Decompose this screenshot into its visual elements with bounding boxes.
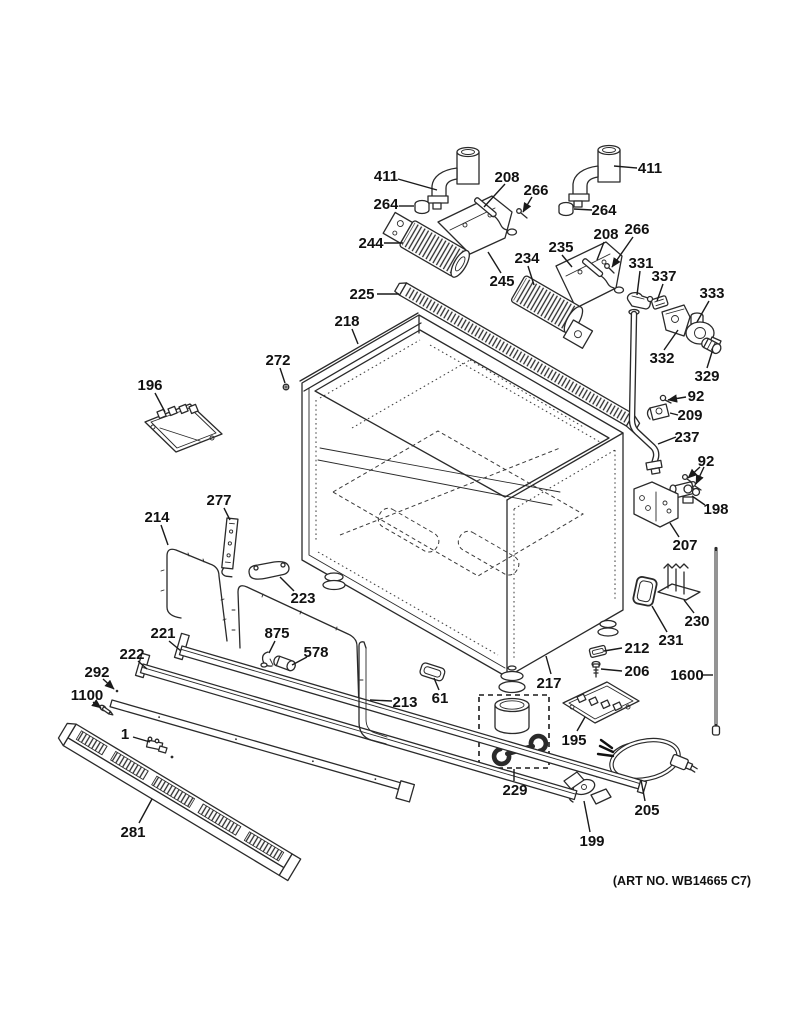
part-label-214: 214 <box>144 509 170 526</box>
gasket-231 <box>632 576 658 607</box>
part-label-209: 209 <box>677 407 702 424</box>
bracket-332 <box>661 304 691 337</box>
leveling-foot <box>498 665 526 694</box>
trim-213 <box>358 641 388 745</box>
bracket-277 <box>221 517 239 578</box>
part-label-875: 875 <box>264 625 289 642</box>
part-label-218: 218 <box>334 313 359 330</box>
blower-assembly-right <box>510 275 594 349</box>
part-label-206: 206 <box>624 663 649 680</box>
part-label-231: 231 <box>658 632 683 649</box>
part-label-207: 207 <box>672 537 697 554</box>
part-label-195: 195 <box>561 732 586 749</box>
plate-61 <box>419 662 446 682</box>
vent-ring-right <box>558 201 574 217</box>
roller-578 <box>273 655 296 672</box>
part-label-281: 281 <box>120 824 145 841</box>
part-label-225: 225 <box>349 286 374 303</box>
part-label-337: 337 <box>651 268 676 285</box>
control-board-195 <box>562 681 640 724</box>
screw-266-left <box>516 208 528 219</box>
part-label-230: 230 <box>684 613 709 630</box>
vent-ring-left <box>414 199 430 215</box>
part-label-221: 221 <box>150 625 175 642</box>
clamp-209 <box>646 403 670 421</box>
leader-lines <box>91 165 713 833</box>
part-label-411-right: 411 <box>638 160 662 177</box>
part-label-264-right: 264 <box>591 202 617 219</box>
art-number: (ART NO. WB14665 C7) <box>613 874 751 888</box>
vent-elbow-right <box>568 144 621 208</box>
part-label-234: 234 <box>514 250 540 267</box>
leveling-foot <box>597 619 619 637</box>
part-label-329: 329 <box>694 368 719 385</box>
part-label-223: 223 <box>290 590 315 607</box>
part-label-196: 196 <box>137 377 162 394</box>
vent-bar-281 <box>57 722 302 882</box>
blower-assembly-left <box>382 211 470 278</box>
rivet-292 <box>115 689 119 693</box>
part-label-237: 237 <box>674 429 699 446</box>
gas-valve-198 <box>669 481 701 504</box>
part-label-264-left: 264 <box>373 196 399 213</box>
part-label-235: 235 <box>548 239 573 256</box>
part-label-199: 199 <box>579 833 604 850</box>
part-labels: 411 208 266 264 411 264 244 245 234 235 … <box>71 160 729 850</box>
screw-266-right <box>604 263 615 274</box>
part-label-212: 212 <box>624 640 649 657</box>
vent-elbow-left <box>427 146 480 210</box>
part-label-208-right: 208 <box>593 226 618 243</box>
part-label-266-right: 266 <box>624 221 649 238</box>
screw-206 <box>591 660 601 678</box>
part-label-205: 205 <box>634 802 659 819</box>
spark-module-196 <box>144 403 223 453</box>
part-label-277: 277 <box>206 492 231 509</box>
part-label-92-upper: 92 <box>688 388 705 405</box>
screw-272 <box>282 383 290 391</box>
part-label-244: 244 <box>358 235 384 252</box>
part-label-1: 1 <box>121 726 129 743</box>
part-label-332: 332 <box>649 350 674 367</box>
part-label-217: 217 <box>536 675 561 692</box>
part-label-61: 61 <box>432 690 449 707</box>
cabinet-body <box>299 312 624 678</box>
part-label-578: 578 <box>303 644 328 661</box>
part-label-333: 333 <box>699 285 724 302</box>
bottom-strip <box>109 699 416 803</box>
part-label-1600: 1600 <box>670 667 703 684</box>
vent-grille <box>394 282 641 434</box>
part-label-245: 245 <box>489 273 514 290</box>
part-label-411-left: 411 <box>374 168 398 185</box>
part-label-92-lower: 92 <box>698 453 715 470</box>
part-label-272: 272 <box>265 352 290 369</box>
part-label-222: 222 <box>119 646 144 663</box>
gas-tube-237 <box>628 310 663 475</box>
part-label-292: 292 <box>84 664 109 681</box>
clip-212 <box>588 644 607 658</box>
side-trim-214 <box>160 548 228 642</box>
igniter-right <box>581 258 625 294</box>
part-label-213: 213 <box>392 694 417 711</box>
blower-bracket-right <box>555 241 623 309</box>
bracket-207 <box>633 481 679 528</box>
part-label-266-left: 266 <box>523 182 548 199</box>
power-cord-205 <box>596 737 698 783</box>
part-label-331: 331 <box>628 255 653 272</box>
bracket-230 <box>657 563 701 601</box>
rod-1600 <box>711 546 721 736</box>
leveling-foot <box>322 572 346 591</box>
hook-223 <box>248 560 290 580</box>
clip-875 <box>260 651 274 668</box>
side-trim-mid <box>231 585 364 709</box>
part-label-208-left: 208 <box>494 169 519 186</box>
igniter-left <box>473 197 518 236</box>
part-label-198: 198 <box>703 501 728 518</box>
fitting-329 <box>701 337 722 355</box>
bracket-1 <box>145 736 174 759</box>
part-label-1100: 1100 <box>71 687 104 704</box>
kit-box-229 <box>478 694 550 769</box>
clamp-337 <box>646 295 669 310</box>
part-label-229: 229 <box>502 782 527 799</box>
